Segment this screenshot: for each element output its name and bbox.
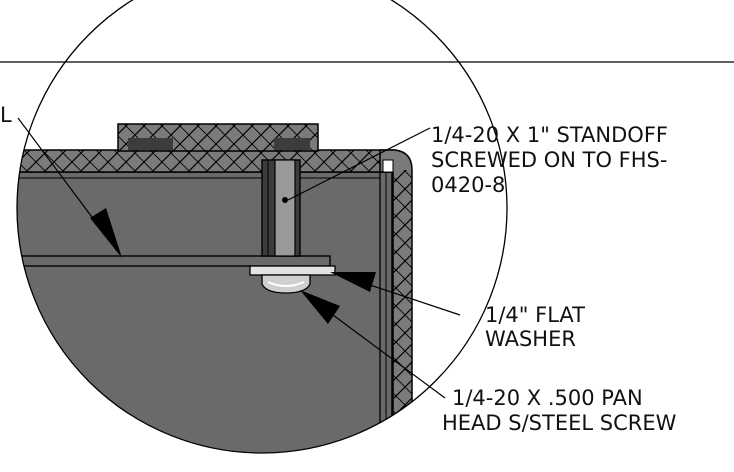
screw-leader-arrow xyxy=(300,290,340,324)
washer-callout-line-2: WASHER xyxy=(485,327,576,351)
edge-label: L xyxy=(0,103,12,127)
detail-content xyxy=(17,123,413,453)
side-wall-hatch xyxy=(393,170,412,453)
side-wall-notch xyxy=(382,159,394,173)
washer-callout-line-1: 1/4" FLAT xyxy=(485,303,585,327)
raised-block-shadow-left xyxy=(128,138,173,150)
standoff xyxy=(274,159,296,257)
standoff-callout-line-2: SCREWED ON TO FHS- xyxy=(431,148,667,172)
panel-leader-arrow xyxy=(90,208,122,258)
screw-callout-line-1: 1/4-20 X .500 PAN xyxy=(452,386,643,410)
screw-callout-line-2: HEAD S/STEEL SCREW xyxy=(442,411,677,435)
detail-circle xyxy=(16,0,508,454)
standoff-center-dot xyxy=(282,197,288,203)
standoff-callout-line-1: 1/4-20 X 1" STANDOFF xyxy=(431,123,668,147)
flat-washer xyxy=(249,265,336,276)
standoff-callout-line-3: 0420-8 xyxy=(431,173,505,197)
mounting-plate xyxy=(17,255,331,267)
raised-block-shadow-right xyxy=(274,138,310,150)
standoff-leader-line xyxy=(287,127,431,201)
enclosure-body xyxy=(17,171,393,453)
washer-leader-arrow xyxy=(330,272,376,292)
top-panel-hatch xyxy=(17,150,395,172)
screw-highlight xyxy=(267,281,305,287)
pan-head-screw xyxy=(261,274,311,294)
